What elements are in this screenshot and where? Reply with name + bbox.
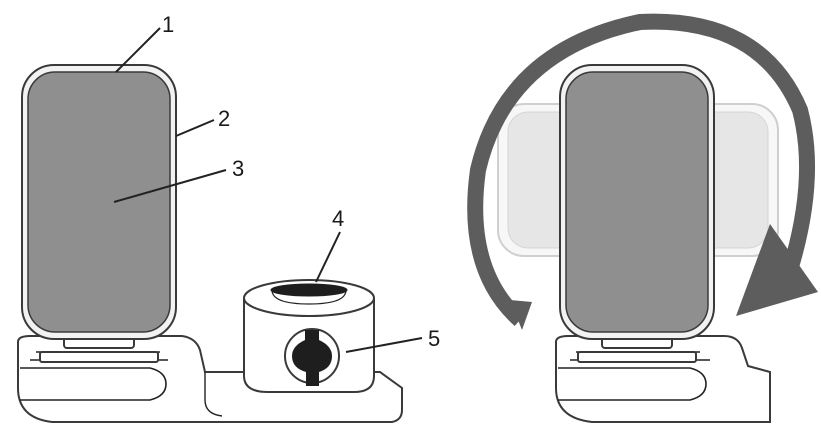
charging-dock-front-view: 1 2 3 4 5 [17, 12, 440, 423]
callout-2: 2 [218, 106, 230, 131]
stand-rotation-view [467, 13, 818, 423]
rotation-arrow-icon [467, 13, 818, 330]
portrait-pad-surface [565, 71, 709, 333]
callout-4: 4 [332, 206, 344, 231]
callout-1: 1 [162, 12, 174, 37]
callout-leaders [113, 27, 423, 353]
knob-lock-icon [284, 328, 340, 386]
charging-pad-surface [27, 71, 171, 333]
callout-3: 3 [232, 156, 244, 181]
callout-5: 5 [428, 326, 440, 351]
